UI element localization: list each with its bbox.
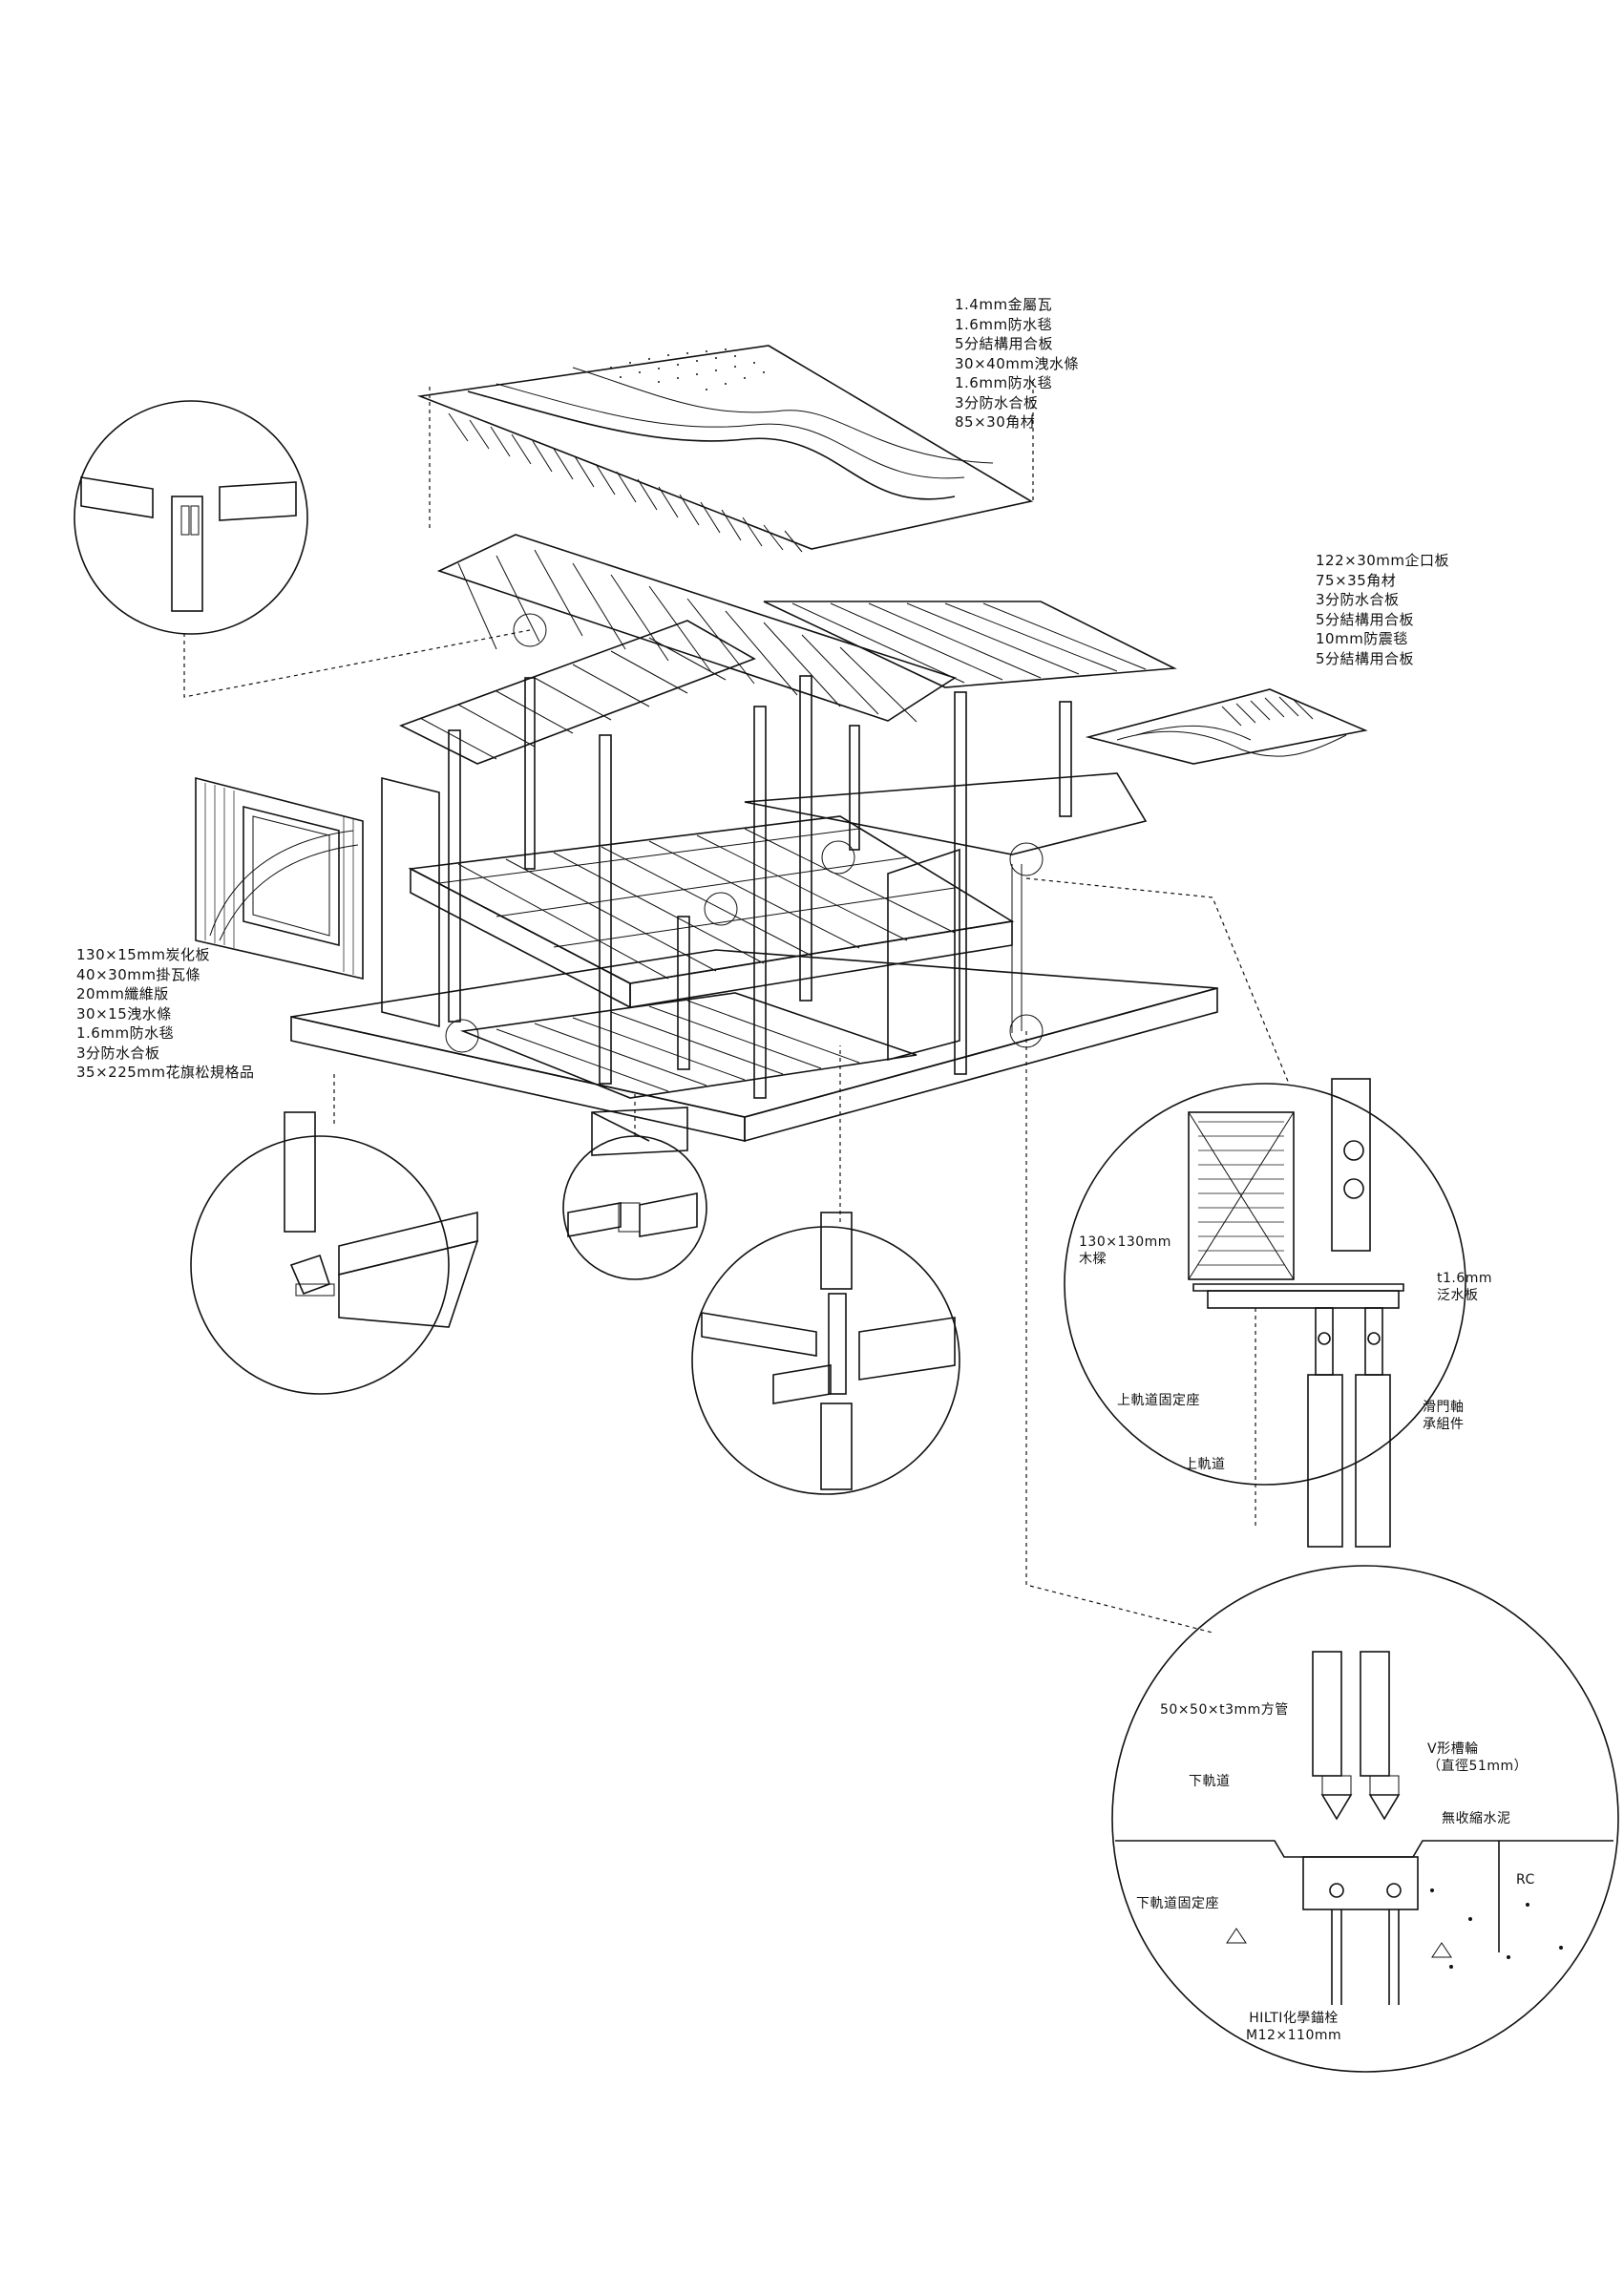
roof-frame [398, 534, 1177, 765]
wall-note: 3分防水合板 [76, 1044, 160, 1062]
roof-note: 5分結構用合板 [955, 335, 1054, 352]
wall-note: 35×225mm花旗松規格品 [76, 1064, 255, 1081]
wall-note: 1.6mm防水毯 [76, 1024, 175, 1042]
label-rc: RC [1516, 1872, 1535, 1888]
label-upper-rail-base: 上軌道固定座 [1117, 1393, 1200, 1408]
roof-note: 30×40mm洩水條 [955, 354, 1079, 372]
roof-panel [416, 345, 1034, 553]
detail-circle-upper-rail [1064, 1078, 1466, 1548]
wall-layer-notes: 130×15mm炭化板 40×30mm掛瓦條 20mm纖維版 30×15洩水條 … [76, 945, 255, 1083]
reference-markers [445, 613, 1044, 1053]
roof-note: 1.6mm防水毯 [955, 315, 1053, 333]
label-upper-rail: 上軌道 [1184, 1457, 1226, 1472]
roof-layer-notes: 1.4mm金屬瓦 1.6mm防水毯 5分結構用合板 30×40mm洩水條 1.6… [955, 295, 1079, 432]
label-v-wheel: V形槽輪 （直徑51mm） [1427, 1741, 1529, 1774]
label-flashing: t1.6mm 泛水板 [1437, 1271, 1493, 1303]
detail-circle-lower-rail [1111, 1565, 1619, 2073]
roof-note: 1.4mm金屬瓦 [955, 296, 1053, 313]
label-lower-rail: 下軌道 [1189, 1774, 1231, 1789]
detail-circle-column-base [190, 1111, 479, 1395]
wall-note: 20mm纖維版 [76, 985, 169, 1002]
label-anchor: HILTI化學錨栓 M12×110mm [1246, 2011, 1342, 2043]
label-lower-rail-base: 下軌道固定座 [1136, 1896, 1219, 1911]
label-square-tube: 50×50×t3mm方管 [1160, 1702, 1289, 1718]
roof-note: 1.6mm防水毯 [955, 374, 1053, 391]
label-sliding-bearing: 滑門軸 承組件 [1423, 1400, 1465, 1432]
roof-note: 85×30角材 [955, 413, 1036, 431]
leader-lines [183, 382, 1290, 1634]
wall-note: 130×15mm炭化板 [76, 946, 211, 963]
wall-note: 40×30mm掛瓦條 [76, 965, 200, 983]
floor-panel [1085, 688, 1368, 765]
floor-layer-notes: 122×30mm企口板 75×35角材 3分防水合板 5分結構用合板 10mm防… [1316, 551, 1449, 668]
wall-panel [195, 776, 440, 1028]
detail-circle-beam-bracket [562, 1135, 707, 1280]
floor-note: 5分結構用合板 [1316, 610, 1415, 628]
label-grout: 無收縮水泥 [1442, 1811, 1511, 1826]
floor-note: 122×30mm企口板 [1316, 552, 1450, 569]
wall-note: 30×15洩水條 [76, 1004, 172, 1023]
floor-note: 5分結構用合板 [1316, 649, 1415, 667]
floor-note: 75×35角材 [1316, 571, 1397, 589]
floor-note: 10mm防震毯 [1316, 630, 1408, 647]
detail-circle-beam-joint [74, 400, 308, 635]
detail-circle-cross-joint [691, 1212, 960, 1495]
floor-note: 3分防水合板 [1316, 591, 1400, 608]
roof-note: 3分防水合板 [955, 393, 1039, 411]
label-wood-beam: 130×130mm 木樑 [1079, 1234, 1171, 1267]
main-frame [290, 675, 1218, 1156]
